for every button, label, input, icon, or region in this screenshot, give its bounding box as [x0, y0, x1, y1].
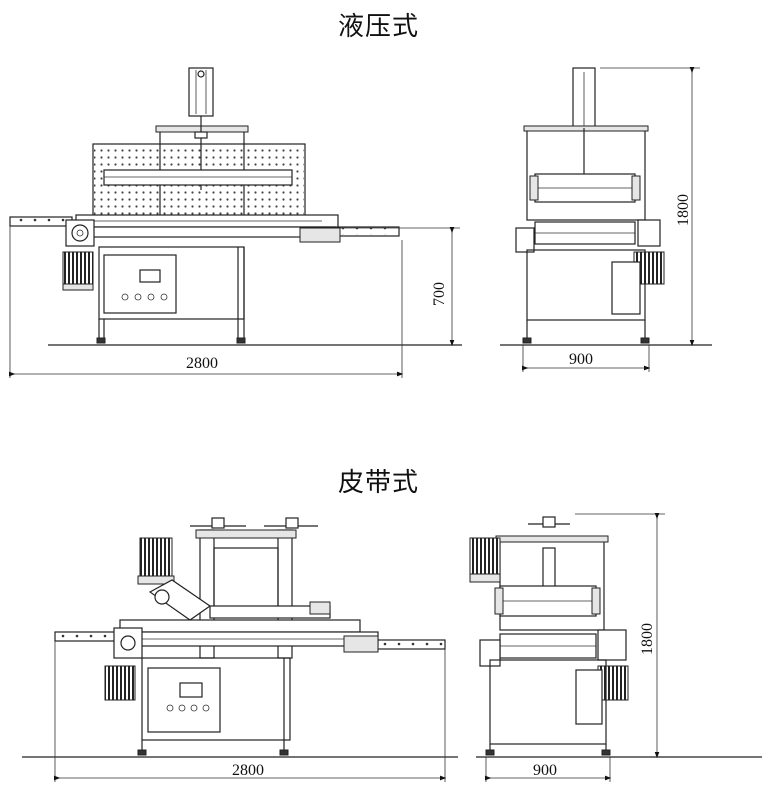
- belt-side-width-label: 900: [533, 762, 557, 779]
- belt-front-width-label: 2800: [232, 762, 264, 779]
- hydraulic-side-height-label: 1800: [675, 194, 692, 226]
- section-title-hydraulic: 液压式: [338, 12, 420, 42]
- hydraulic-side-width-label: 900: [569, 351, 593, 368]
- hydraulic-front-view: [8, 67, 462, 378]
- belt-front-view: [22, 517, 458, 782]
- hydraulic-front-width-label: 2800: [186, 355, 218, 372]
- hydraulic-side-view: [500, 66, 712, 372]
- belt-side-height-label: 1800: [639, 623, 656, 655]
- hydraulic-table-height-label: 700: [431, 282, 448, 306]
- belt-side-view: [469, 512, 762, 782]
- section-title-belt: 皮带式: [338, 468, 420, 498]
